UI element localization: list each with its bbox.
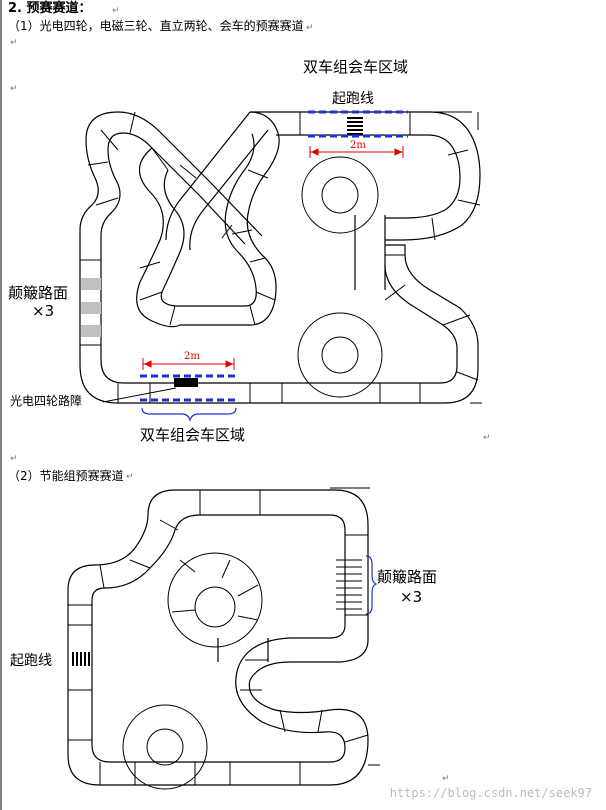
return-mark: ↵: [442, 774, 450, 784]
return-mark: ↵: [306, 23, 314, 33]
return-mark: ↵: [10, 38, 18, 48]
start-line-label-2: 起跑线: [10, 653, 52, 669]
caption-1: （1）光电四轮，电磁三轮、直立两轮、会车的预赛赛道: [8, 19, 304, 33]
bumpy-label-1: 颠簸路面: [8, 284, 69, 302]
section-heading: 2. 预赛赛道：: [8, 2, 92, 15]
heading-number: 2.: [8, 1, 22, 16]
watermark: https://blog.csdn.net/seek97: [389, 786, 592, 800]
return-mark: ↵: [112, 6, 120, 16]
return-mark: ↵: [483, 433, 491, 443]
return-mark: ↵: [10, 454, 18, 464]
track-2: [67, 487, 380, 790]
dimension-top: 2m: [350, 140, 366, 151]
bumpy-label-2: 颠簸路面: [377, 568, 438, 586]
start-line-label-1: 起跑线: [332, 91, 374, 107]
bumpy-count-2: ×3: [400, 588, 423, 606]
bumpy-count-1: ×3: [32, 302, 55, 320]
heading-title: 预赛赛道：: [26, 1, 92, 16]
return-mark: ↵: [126, 472, 134, 482]
dimension-bottom: 2m: [184, 351, 200, 362]
caption-2: （2）节能组预赛赛道: [8, 469, 124, 483]
obstacle-label: 光电四轮路障: [10, 394, 83, 408]
return-mark: ↵: [10, 84, 18, 94]
meeting-area-bottom: 双车组会车区域: [140, 426, 246, 444]
meeting-area-top: 双车组会车区域: [303, 58, 409, 76]
track-1: [79, 110, 482, 422]
